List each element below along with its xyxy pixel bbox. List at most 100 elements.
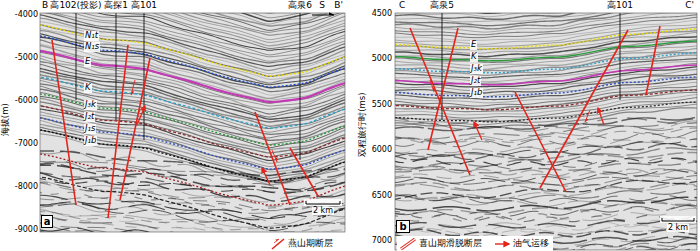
seismic-trace bbox=[395, 165, 697, 176]
well-name: 高101 bbox=[130, 1, 158, 11]
legend-ground bbox=[397, 236, 553, 251]
tick-label: -8000 bbox=[15, 183, 38, 192]
well-track bbox=[300, 13, 301, 160]
seismic-trace bbox=[40, 15, 345, 67]
well-name: 高泉6 bbox=[287, 1, 313, 11]
well-track bbox=[620, 13, 621, 100]
horizon-line bbox=[40, 36, 345, 87]
scale-label: 2 km bbox=[667, 224, 689, 233]
stratum-label: J₃k bbox=[84, 100, 97, 109]
seismic-trace bbox=[40, 212, 345, 232]
seismic-trace bbox=[40, 13, 345, 40]
section-ground bbox=[40, 13, 345, 232]
tick-label: -9000 bbox=[15, 226, 38, 235]
scale-ground bbox=[660, 216, 696, 223]
scale-label: 2 km bbox=[312, 207, 334, 216]
seismic-trace bbox=[40, 210, 345, 227]
stratum-label: J₁b bbox=[470, 88, 483, 97]
seismic-trace bbox=[40, 78, 345, 129]
fault-line bbox=[540, 30, 628, 188]
horizon-line bbox=[395, 41, 697, 61]
seismic-trace bbox=[40, 62, 345, 114]
scale-bar bbox=[306, 201, 340, 204]
fault-line bbox=[515, 92, 566, 192]
horizon-line bbox=[40, 77, 345, 128]
stratum-label: J₂t bbox=[470, 76, 481, 85]
stratum-label: J₁s bbox=[84, 124, 96, 133]
horizon-line bbox=[40, 154, 345, 205]
seismic-trace bbox=[395, 69, 697, 90]
migration-arrow bbox=[598, 108, 604, 125]
horizon-line bbox=[40, 177, 345, 228]
stratum-label: J₁b bbox=[84, 136, 97, 145]
stratum-label: N₁s bbox=[84, 42, 100, 51]
well-name: 高102(投影) bbox=[49, 1, 102, 11]
seismic-section bbox=[395, 13, 697, 250]
well-name: 高101 bbox=[606, 1, 634, 11]
fault-slip-arrow bbox=[585, 110, 590, 122]
seismic-trace bbox=[395, 184, 697, 199]
panel-letter: b bbox=[396, 220, 409, 233]
seismic-trace bbox=[395, 24, 697, 44]
seismic-trace bbox=[40, 13, 345, 61]
tick-label: -7000 bbox=[15, 140, 38, 149]
stratum-label: N₁t bbox=[84, 31, 99, 40]
fault-line bbox=[120, 58, 150, 200]
horizon-line bbox=[395, 29, 697, 49]
seismic-trace bbox=[395, 219, 697, 228]
legend-swatch bbox=[401, 239, 415, 249]
legend-swatch bbox=[495, 244, 509, 245]
section-end: B bbox=[41, 1, 49, 11]
stratum-label: J₃k bbox=[470, 64, 483, 73]
fault-slip-arrow bbox=[131, 80, 135, 95]
horizon-line bbox=[40, 130, 345, 181]
direction-arrow bbox=[312, 15, 334, 16]
seismic-trace bbox=[395, 116, 697, 130]
seismic-trace bbox=[40, 173, 345, 201]
fault-slip-arrow bbox=[430, 80, 434, 92]
tick-label: 4500 bbox=[372, 10, 392, 19]
stratum-label: K bbox=[84, 83, 92, 92]
section-frame bbox=[40, 13, 345, 232]
tick-label: -4000 bbox=[15, 11, 38, 20]
legend-swatch bbox=[272, 239, 284, 249]
axis-title: 双程旅行时(ms) bbox=[357, 93, 366, 157]
section-end: C' bbox=[684, 1, 695, 11]
tick-label: 6500 bbox=[372, 192, 392, 201]
tick-label: 6000 bbox=[372, 146, 392, 155]
well-track bbox=[116, 13, 117, 120]
stratum-label: J₂t bbox=[84, 112, 95, 121]
fault-slip-arrow bbox=[272, 150, 277, 162]
section-end: B' bbox=[333, 1, 344, 11]
seismic-trace bbox=[40, 191, 345, 210]
seismic-trace bbox=[40, 223, 345, 232]
seismic-trace bbox=[40, 37, 345, 88]
migration-arrow bbox=[474, 122, 482, 140]
fault-line bbox=[255, 112, 290, 205]
migration-arrow bbox=[262, 168, 270, 185]
tick-label: 7000 bbox=[372, 237, 392, 246]
seismic-trace bbox=[395, 17, 697, 38]
seismic-trace bbox=[395, 13, 697, 26]
section-frame bbox=[395, 13, 697, 250]
seismic-trace bbox=[40, 13, 345, 42]
seismic-trace bbox=[395, 121, 697, 143]
well-track bbox=[76, 13, 77, 100]
horizon-line bbox=[40, 25, 345, 76]
seismic-section bbox=[40, 13, 345, 232]
seismic-trace bbox=[40, 22, 345, 74]
horizon-line bbox=[40, 51, 345, 102]
migration-arrow bbox=[137, 106, 145, 125]
tick-label: -5000 bbox=[15, 54, 38, 63]
well-name: 高泉5 bbox=[429, 1, 455, 11]
fault-line bbox=[52, 40, 76, 205]
tick-label: 5500 bbox=[372, 101, 392, 110]
fault-line bbox=[108, 45, 128, 218]
scale-ground bbox=[304, 199, 342, 206]
seismic-trace bbox=[395, 123, 697, 131]
seismic-trace bbox=[395, 212, 697, 222]
seismic-trace bbox=[40, 182, 345, 210]
seismic-trace bbox=[40, 43, 345, 95]
